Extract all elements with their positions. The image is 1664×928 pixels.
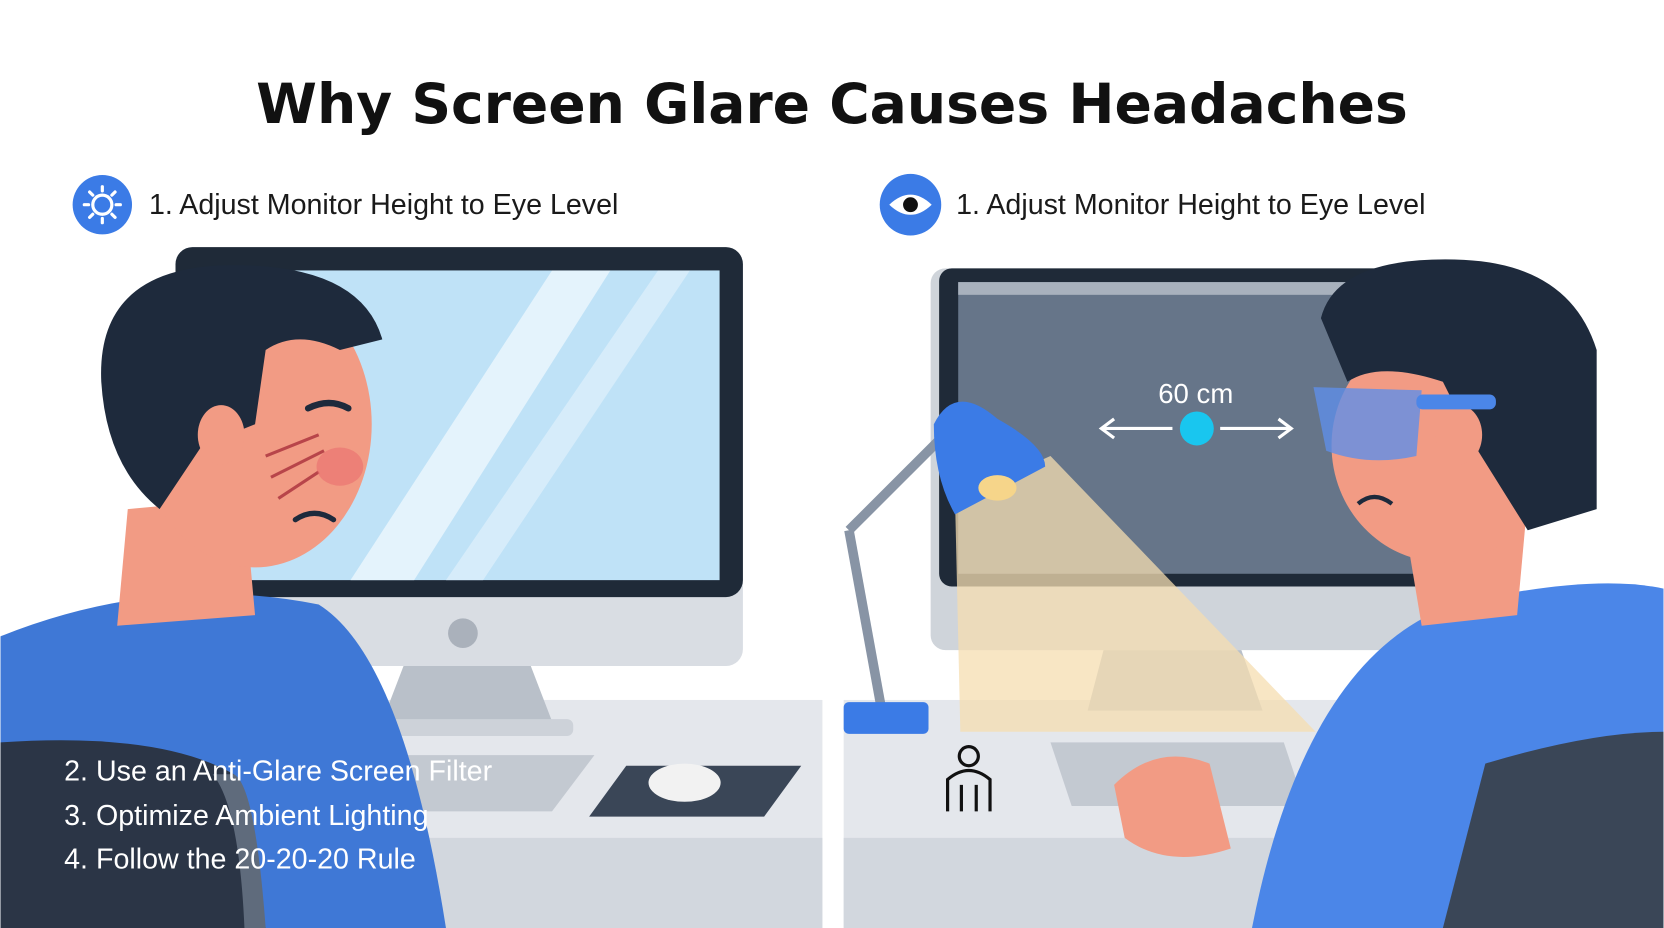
chair [0,740,266,928]
right-heading: 1. Adjust Monitor Height to Eye Level [956,189,1425,221]
mouse-pad [589,763,802,817]
page-title: Why Screen Glare Causes Headaches [256,73,1408,137]
panel-divider [822,159,844,928]
left-heading: 1. Adjust Monitor Height to Eye Level [149,189,618,221]
tip-20-20-20: 4. Follow the 20-20-20 Rule [64,844,416,876]
desk-lamp [843,401,1046,734]
person-posture-icon [946,745,992,812]
distance-dot [1179,411,1214,446]
distance-indicator: 60 cm [1098,378,1294,446]
distance-label: 60 cm [1158,378,1233,409]
sun-icon [72,174,133,235]
chair [1442,731,1664,928]
eye-icon [879,173,942,236]
tip-anti-glare: 2. Use an Anti-Glare Screen Filter [64,756,492,788]
right-scene: 60 cm [843,259,1664,928]
left-scene: 2. Use an Anti-Glare Screen Filter 3. Op… [0,247,823,928]
tip-ambient-lighting: 3. Optimize Ambient Lighting [64,800,428,832]
blue-light-glasses [1313,387,1422,461]
lamp-light [955,456,1316,732]
